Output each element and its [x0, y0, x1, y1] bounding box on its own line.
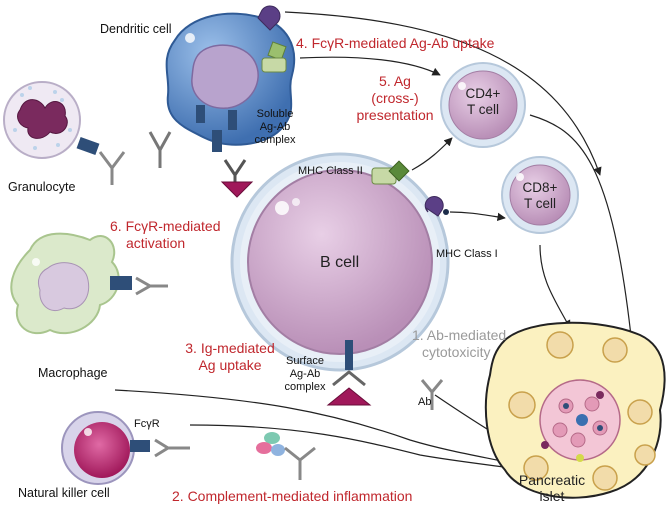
label-mhc-class-ii: MHC Class II — [298, 165, 363, 177]
cd4-t-cell-shape — [440, 62, 526, 148]
granulocyte-antibody — [98, 151, 126, 185]
antigen-dc — [220, 181, 254, 198]
label-dendritic-cell: Dendritic cell — [100, 22, 172, 36]
label-mhc-class-i: MHC Class I — [436, 248, 498, 260]
label-fcyr: FcγR — [134, 418, 160, 430]
b-cell-shape — [230, 152, 450, 372]
label-mechanism-6: 6. FcγR-mediated activation — [110, 218, 221, 251]
label-surface-complex: Surface Ag-Ab complex — [284, 355, 326, 393]
arrow-dc-to-cd4 — [299, 56, 441, 76]
nk-cell-shape — [61, 411, 150, 485]
dendritic-cell — [165, 5, 296, 152]
label-nk-cell: Natural killer cell — [18, 486, 110, 500]
complement-antibody — [284, 446, 316, 480]
macrophage-antibody — [135, 276, 168, 296]
arrow-bcell-to-cd8 — [449, 211, 506, 222]
free-antibody — [420, 379, 444, 410]
label-cd8-t-cell: CD8+ T cell — [522, 180, 558, 211]
arrow-nk-to-islet — [189, 424, 526, 473]
label-cd4-t-cell: CD4+ T cell — [465, 86, 501, 117]
label-mechanism-5: 5. Ag (cross-) presentation — [356, 73, 434, 123]
arrow-cd4-to-islet — [529, 114, 636, 346]
cd8-t-cell-shape — [501, 156, 579, 234]
mhc-class-i — [424, 195, 449, 217]
label-soluble-complex: Soluble Ag-Ab complex — [254, 108, 296, 146]
macrophage-cell — [10, 232, 132, 335]
mhc-class-ii — [371, 160, 410, 185]
label-ab: Ab — [418, 396, 432, 408]
arrows — [114, 11, 636, 473]
arrow-dc-to-cd8 — [284, 11, 602, 176]
b-cell-surface-antibody — [326, 340, 372, 406]
label-granulocyte: Granulocyte — [8, 180, 76, 194]
arrow-bcell-to-cd4 — [411, 137, 453, 171]
dc-antibodies — [148, 131, 247, 185]
arrow-macrophage-to-islet — [114, 389, 521, 468]
nk-antibody — [154, 438, 190, 458]
label-macrophage: Macrophage — [38, 366, 108, 380]
granulocyte-cell — [3, 81, 100, 159]
label-mechanism-4: 4. FcγR-mediated Ag-Ab uptake — [296, 35, 495, 51]
label-mechanism-2: 2. Complement-mediated inflammation — [172, 488, 413, 504]
label-mechanism-3: 3. Ig-mediated Ag uptake — [185, 340, 275, 373]
label-mechanism-1: 1. Ab-mediated cytotoxicity — [412, 327, 507, 360]
pancreatic-islet-shape — [484, 321, 666, 499]
arrow-cd8-to-islet — [539, 244, 571, 329]
label-pancreatic-islet: Pancreatic islet — [518, 472, 586, 504]
label-b-cell: B cell — [320, 254, 360, 271]
complement-proteins — [256, 432, 285, 456]
